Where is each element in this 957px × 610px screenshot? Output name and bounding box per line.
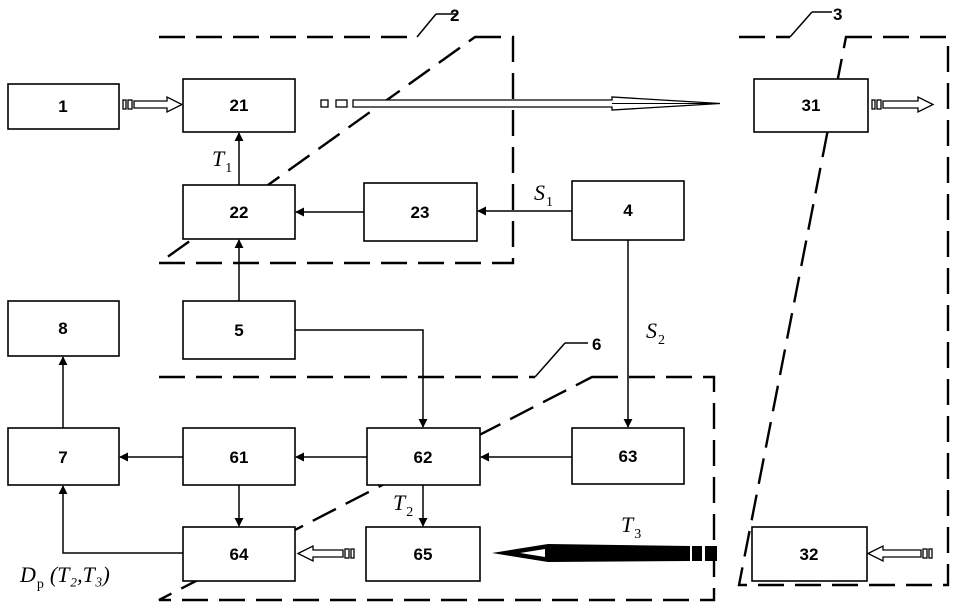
block-61: 61 bbox=[183, 428, 295, 485]
group-3-leader bbox=[790, 12, 812, 37]
block-22-label: 22 bbox=[230, 203, 249, 222]
block-64-label: 64 bbox=[230, 545, 249, 564]
signal-T2-label: T2 bbox=[393, 490, 413, 520]
block-64: 64 bbox=[183, 527, 295, 581]
block-7-label: 7 bbox=[58, 448, 67, 467]
signal-T1-label: T1 bbox=[212, 146, 232, 176]
group-6-leader bbox=[535, 343, 565, 377]
signal-Dp-label: Dp(T₂,T₃) bbox=[19, 562, 110, 592]
arrow-5-to-62 bbox=[295, 330, 423, 427]
signal-S1-label: S1 bbox=[534, 180, 553, 210]
block-4: 4 bbox=[572, 181, 684, 240]
block-4-label: 4 bbox=[623, 201, 633, 220]
block-62: 62 bbox=[367, 428, 480, 485]
hollow-arrow-from-31 bbox=[872, 97, 933, 112]
hollow-arrow-into-32 bbox=[868, 546, 932, 561]
block-1: 1 bbox=[8, 84, 119, 129]
block-1-label: 1 bbox=[58, 97, 67, 116]
block-62-label: 62 bbox=[414, 448, 433, 467]
pulse-arrow-21-to-31 bbox=[321, 97, 720, 110]
signal-S2-label: S2 bbox=[646, 318, 665, 348]
block-32: 32 bbox=[752, 527, 867, 581]
block-63: 63 bbox=[572, 428, 684, 484]
group-2-label: 2 bbox=[450, 6, 459, 25]
block-65-label: 65 bbox=[414, 545, 433, 564]
block-31-label: 31 bbox=[802, 96, 821, 115]
block-7: 7 bbox=[8, 428, 119, 485]
group-3-label: 3 bbox=[833, 5, 842, 24]
block-65: 65 bbox=[366, 527, 480, 581]
block-5-label: 5 bbox=[234, 321, 243, 340]
block-63-label: 63 bbox=[619, 447, 638, 466]
group-6-label: 6 bbox=[592, 335, 601, 354]
hollow-arrow-65-to-64 bbox=[298, 546, 354, 561]
hollow-arrow-1-to-21 bbox=[123, 97, 182, 112]
block-21-label: 21 bbox=[230, 96, 249, 115]
block-31: 31 bbox=[754, 79, 868, 132]
block-61-label: 61 bbox=[230, 448, 249, 467]
block-8: 8 bbox=[8, 301, 119, 356]
block-8-label: 8 bbox=[58, 319, 67, 338]
signal-T3-label: T3 bbox=[621, 512, 641, 542]
block-22: 22 bbox=[183, 185, 295, 239]
block-21: 21 bbox=[183, 79, 295, 132]
block-5: 5 bbox=[183, 301, 295, 359]
block-32-label: 32 bbox=[800, 545, 819, 564]
arrow-64-to-7 bbox=[63, 486, 183, 553]
pulse-arrow-T3 bbox=[492, 544, 717, 562]
group-2-leader bbox=[417, 14, 436, 37]
block-23-label: 23 bbox=[411, 203, 430, 222]
block-23: 23 bbox=[364, 183, 477, 241]
